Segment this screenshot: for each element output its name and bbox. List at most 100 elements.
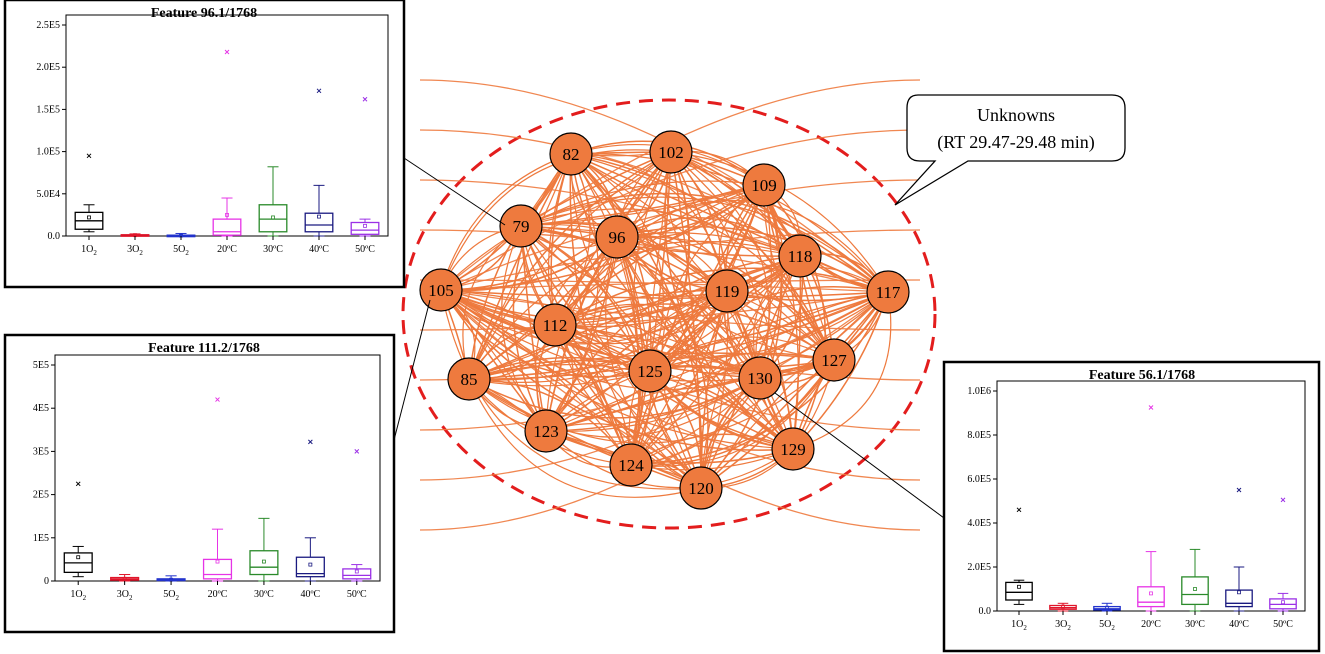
node-label: 120 xyxy=(688,479,714,498)
x-tick-label-subscript: 2 xyxy=(185,249,189,257)
y-tick-label: 3E5 xyxy=(33,446,49,457)
network-edge xyxy=(440,289,889,299)
network-edge xyxy=(468,153,572,380)
network-edge xyxy=(440,289,761,379)
node-circle xyxy=(609,443,653,487)
x-tick-label-main: 1O xyxy=(1011,619,1023,630)
x-tick-label: 30ºC xyxy=(1185,619,1205,630)
y-tick-label: 4E5 xyxy=(33,403,49,414)
box-mean xyxy=(1105,605,1109,610)
box-mean xyxy=(308,562,313,567)
network-node: 102 xyxy=(649,130,693,174)
box-outlier xyxy=(1016,507,1022,513)
x-tick-label-main: 20ºC xyxy=(1141,619,1161,630)
network-edge xyxy=(520,225,794,450)
box-4 xyxy=(249,517,279,582)
boxplot-feature-56-1: Feature 56.1/17680.02.0E54.0E56.0E58.0E5… xyxy=(942,360,1321,653)
network-node: 125 xyxy=(628,349,672,393)
box-outlier xyxy=(1236,487,1242,493)
connector-line-79 xyxy=(403,157,506,226)
network-edge xyxy=(468,378,702,498)
network-edge xyxy=(440,153,572,291)
x-tick-label-subscript: 2 xyxy=(129,594,133,602)
connector-line-130 xyxy=(774,392,945,519)
network-edge xyxy=(700,291,889,489)
callout-subtitle: (RT 29.47-29.48 min) xyxy=(937,132,1095,153)
x-tick-label-main: 3O xyxy=(117,589,129,600)
x-tick-label-main: 5O xyxy=(163,589,175,600)
x-tick-label: 30ºC xyxy=(263,244,283,255)
x-tick-label: 5O2 xyxy=(173,244,189,257)
x-tick-label: 5O2 xyxy=(1099,619,1115,632)
network-edge xyxy=(440,289,702,490)
node-label: 105 xyxy=(428,281,454,300)
box-body xyxy=(1137,586,1165,608)
box-body xyxy=(304,212,334,233)
x-tick-label-main: 1O xyxy=(70,589,82,600)
y-tick-label: 0.0 xyxy=(979,606,992,617)
y-tick-label: 2.0E5 xyxy=(967,562,991,573)
chart-frame xyxy=(3,0,406,289)
network-edge xyxy=(792,291,889,450)
network-edge xyxy=(440,289,921,331)
box-body xyxy=(1005,581,1033,601)
network-node: 127 xyxy=(812,338,856,382)
y-tick-label: 1.0E5 xyxy=(36,147,60,158)
chart-title: Feature 56.1/1768 xyxy=(1089,368,1195,383)
x-tick-label: 50ºC xyxy=(347,589,367,600)
box-body xyxy=(350,221,380,235)
network-node: 120 xyxy=(679,466,723,510)
x-tick-label: 3O2 xyxy=(127,244,143,257)
network-edge xyxy=(468,378,702,489)
network-edge xyxy=(440,289,921,481)
node-circle xyxy=(499,204,543,248)
box-mean xyxy=(225,212,229,217)
box-mean xyxy=(1193,587,1197,591)
network-edge xyxy=(554,303,761,379)
network-edge xyxy=(616,217,801,257)
network-edge xyxy=(440,179,921,291)
box-mean xyxy=(363,223,367,228)
network-edge xyxy=(649,286,889,372)
network-edge xyxy=(419,291,889,331)
x-tick-label-main: 40ºC xyxy=(1229,619,1249,630)
network-edge xyxy=(649,255,801,372)
x-tick-label-subscript: 2 xyxy=(1023,624,1027,632)
network-edge xyxy=(440,289,921,431)
x-tick-label-subscript: 2 xyxy=(1111,624,1115,632)
box-6 xyxy=(1269,497,1297,612)
node-circle xyxy=(778,234,822,278)
network-edge xyxy=(554,324,794,450)
box-outlier xyxy=(215,397,220,402)
box-body xyxy=(258,204,288,233)
network-edge xyxy=(468,153,572,380)
unknowns-callout: Unknowns (RT 29.47-29.48 min) xyxy=(894,94,1126,206)
network-edge xyxy=(419,291,889,481)
network-edge xyxy=(468,359,835,444)
box-0 xyxy=(1005,507,1033,605)
network-edge xyxy=(440,279,921,291)
box-mean xyxy=(122,576,127,581)
network-edge xyxy=(554,291,889,359)
boxplot-feature-96-1: Feature 96.1/17680.05.0E41.0E51.5E52.0E5… xyxy=(3,0,406,289)
x-tick-label-subscript: 2 xyxy=(93,249,97,257)
x-tick-label-main: 5O xyxy=(173,244,185,255)
network-edge xyxy=(630,184,765,466)
node-label: 130 xyxy=(747,369,773,388)
box-outlier xyxy=(362,96,368,102)
node-label: 82 xyxy=(563,145,580,164)
node-circle xyxy=(447,357,491,401)
x-tick-label: 50ºC xyxy=(355,244,375,255)
network-edge xyxy=(468,255,801,380)
node-circle xyxy=(812,338,856,382)
x-tick-label-main: 20ºC xyxy=(217,244,237,255)
y-tick-label: 5E5 xyxy=(33,360,49,371)
y-tick-label: 0 xyxy=(44,576,49,587)
dashed-cluster-ellipse xyxy=(401,98,937,530)
node-label: 124 xyxy=(618,456,644,475)
box-mean xyxy=(1017,584,1021,589)
network-edge xyxy=(700,359,835,489)
node-circle xyxy=(649,130,693,174)
box-mean xyxy=(354,569,359,574)
